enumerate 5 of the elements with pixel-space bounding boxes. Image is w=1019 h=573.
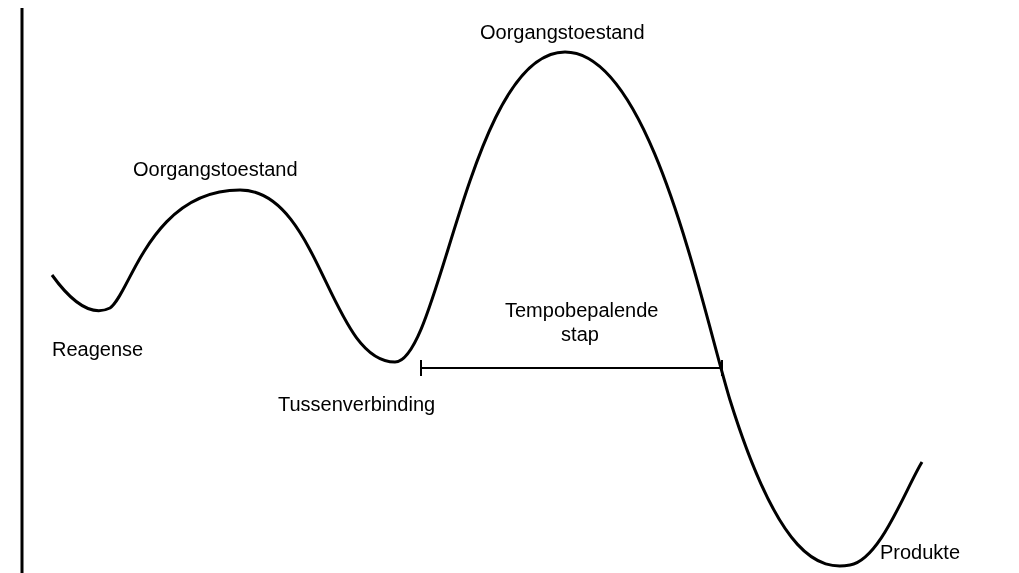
curve-label: Produkte (880, 540, 962, 564)
curve-label: Tussenverbinding (278, 392, 437, 416)
curve-label: Oorgangstoestand (133, 157, 299, 181)
curve-label: Oorgangstoestand (480, 20, 646, 44)
curve-label: Reagense (52, 337, 145, 361)
